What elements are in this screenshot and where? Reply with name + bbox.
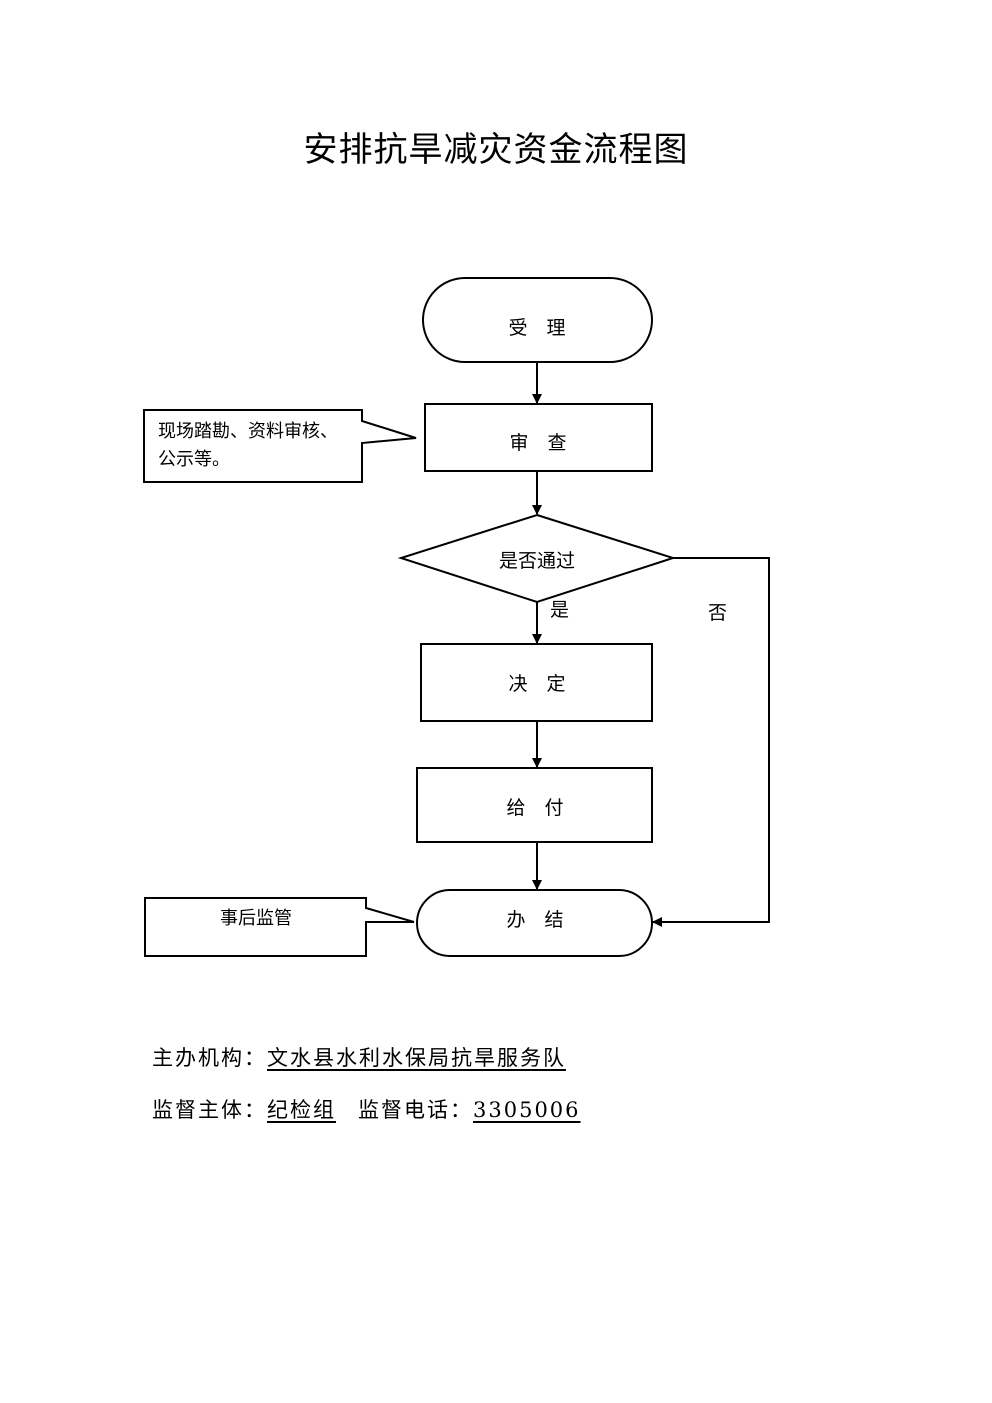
page-title: 安排抗旱减灾资金流程图 xyxy=(303,130,689,170)
review-note-line2: 公示等。 xyxy=(158,449,230,470)
node-pay: 给 付 xyxy=(416,767,653,843)
org-label: 主办机构： xyxy=(152,1046,267,1070)
callout-finish-note: 事后监管 xyxy=(144,897,415,957)
node-accept: 受 理 xyxy=(422,277,653,363)
phone-value: 3305006 xyxy=(473,1098,581,1122)
node-decide-label: 决 定 xyxy=(508,673,565,695)
node-review-label: 审 查 xyxy=(509,432,566,454)
finish-note-text: 事后监管 xyxy=(220,908,292,929)
node-pay-label: 给 付 xyxy=(506,797,563,819)
supervisor-label: 监督主体： xyxy=(152,1098,267,1122)
arrow-decision-no-finish xyxy=(652,557,770,927)
branch-yes-label: 是 xyxy=(550,599,569,621)
callout-review-note: 现场踏勘、资料审核、 公示等。 xyxy=(143,409,417,483)
footer-org-line: 主办机构：文水县水利水保局抗旱服务队 xyxy=(152,1042,566,1072)
node-finish-label: 办 结 xyxy=(506,909,563,931)
supervisor-value: 纪检组 xyxy=(267,1098,336,1122)
node-decision-label: 是否通过 xyxy=(499,550,575,572)
footer-supervision-line: 监督主体：纪检组监督电话：3305006 xyxy=(152,1094,581,1124)
node-accept-label: 受 理 xyxy=(508,317,565,339)
node-finish: 办 结 xyxy=(416,889,653,957)
node-decision: 是否通过 xyxy=(397,513,677,604)
branch-no-label: 否 xyxy=(708,602,727,624)
review-note-line1: 现场踏勘、资料审核、 xyxy=(158,421,338,442)
node-decide: 决 定 xyxy=(420,643,653,722)
node-review: 审 查 xyxy=(424,403,653,472)
phone-label: 监督电话： xyxy=(358,1098,473,1122)
org-value: 文水县水利水保局抗旱服务队 xyxy=(267,1046,566,1070)
